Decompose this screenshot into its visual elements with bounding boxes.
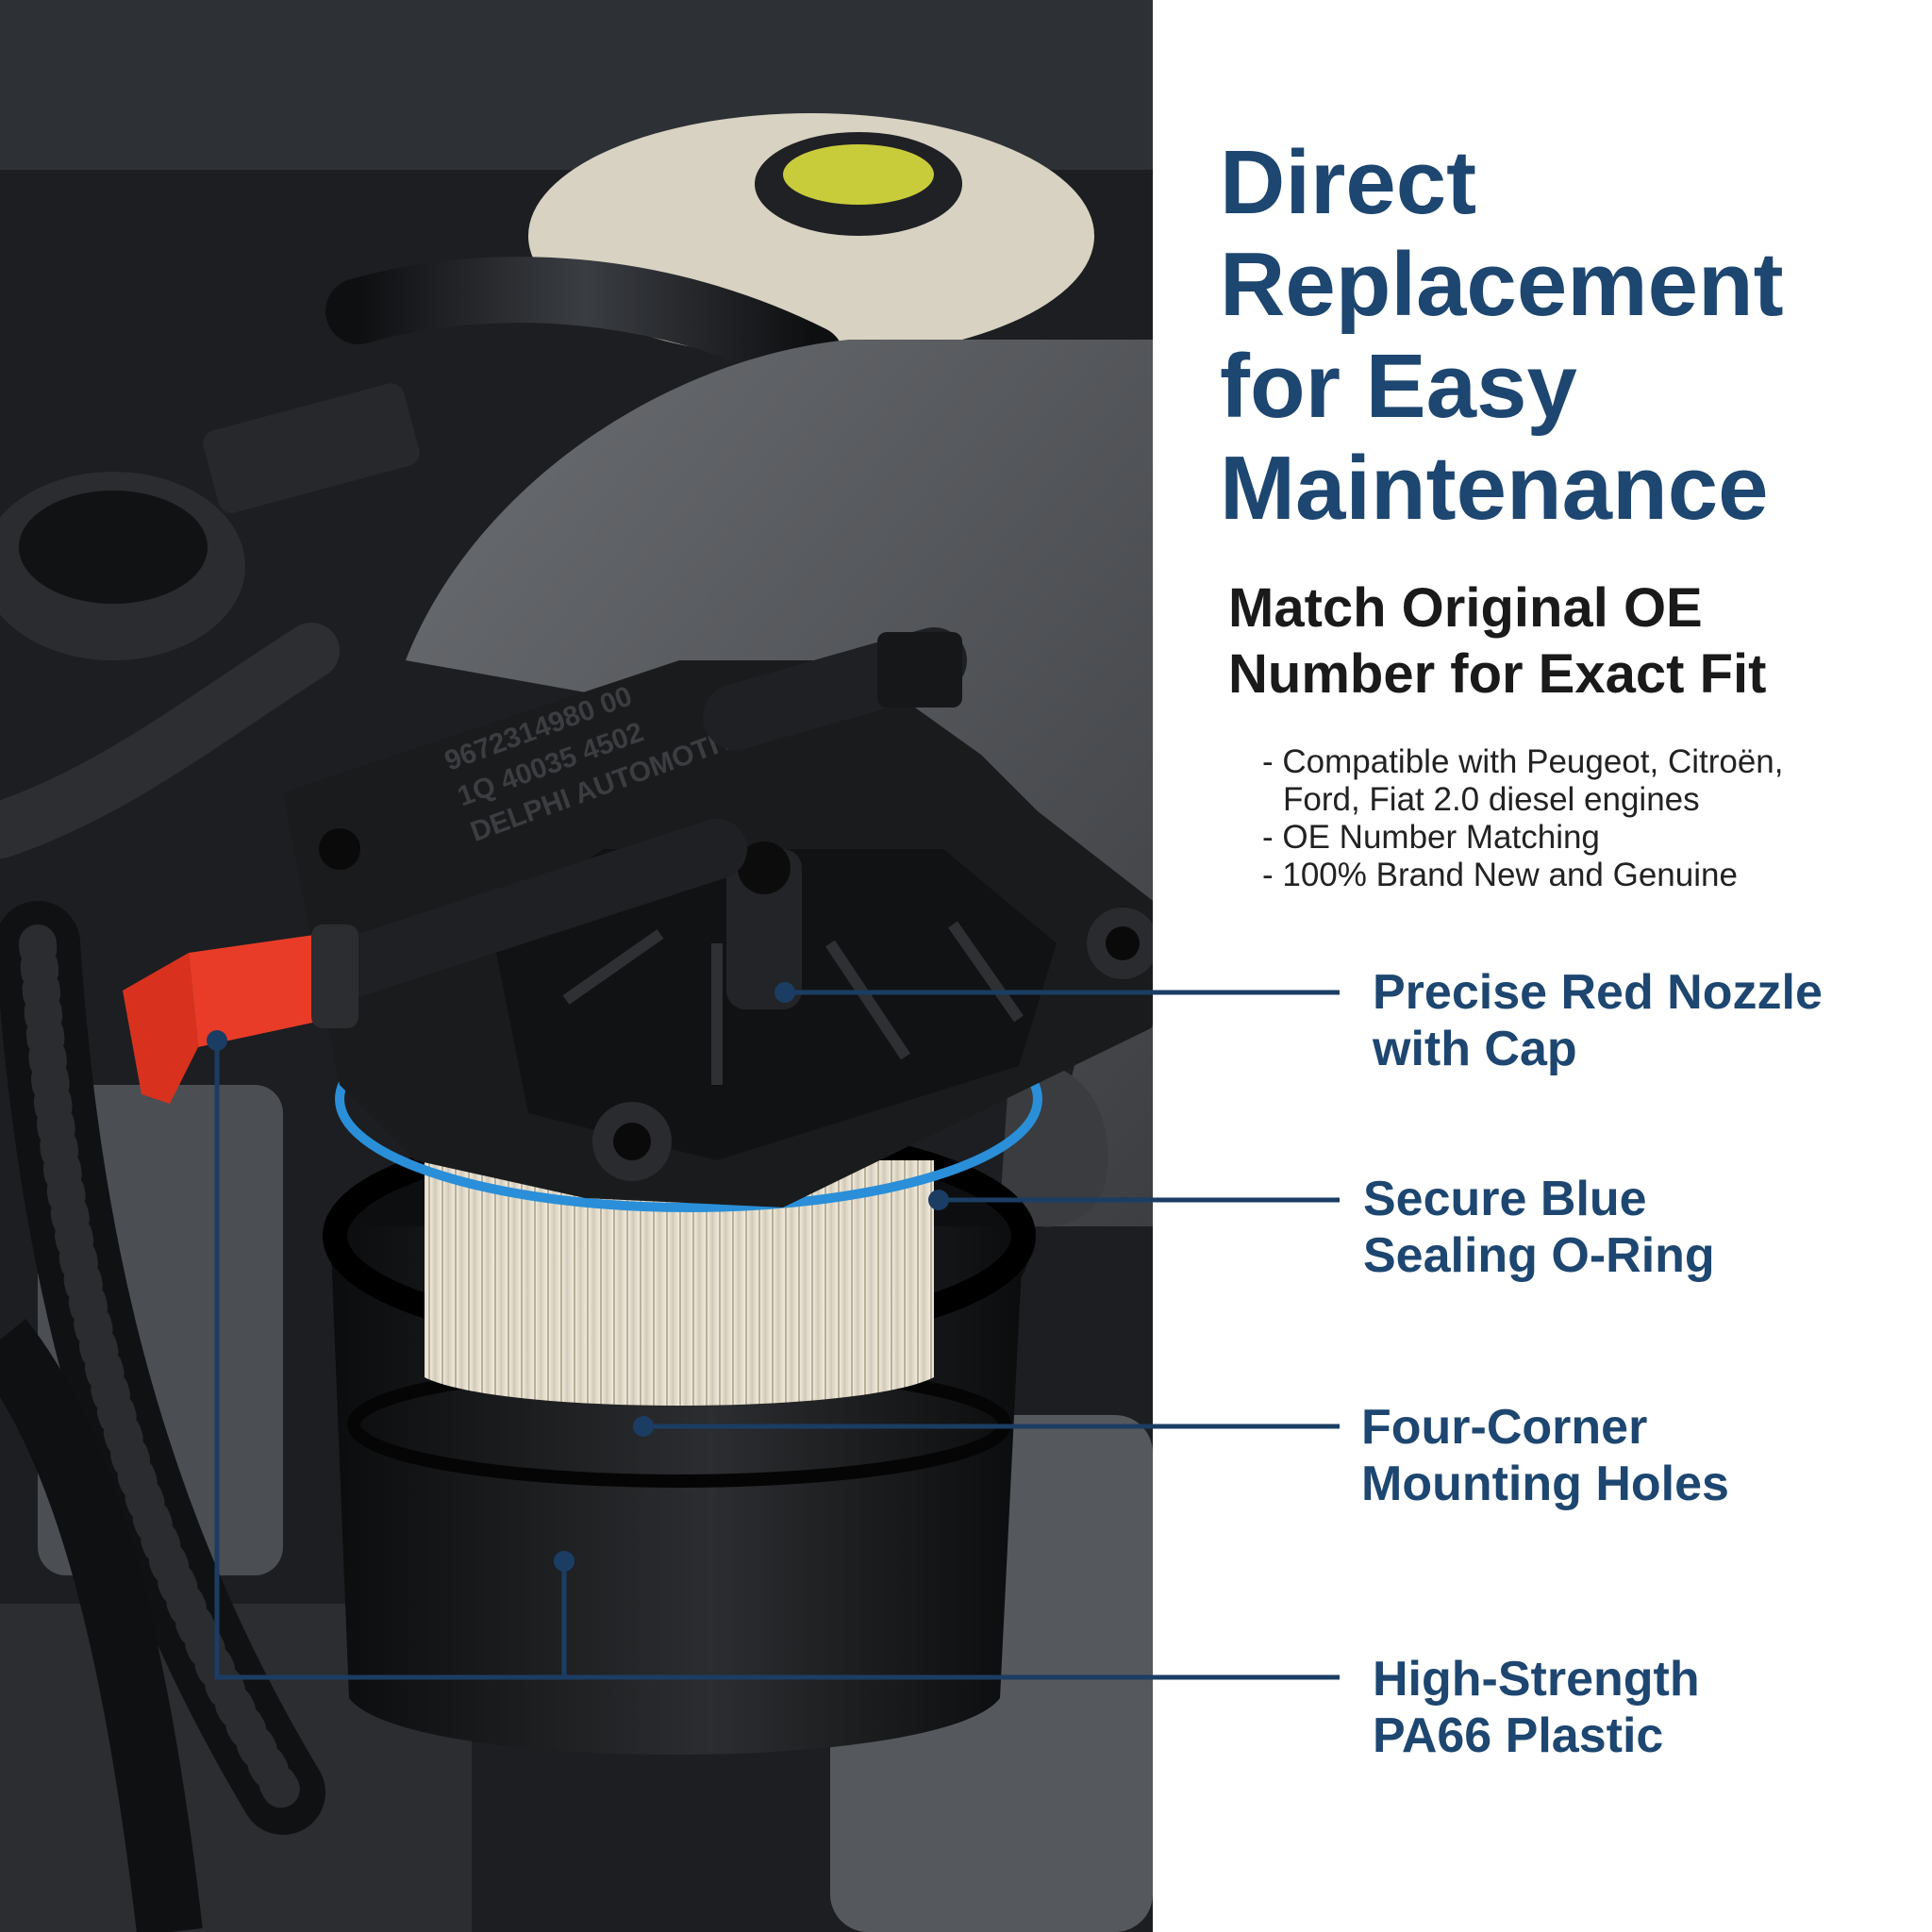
feature-compatibility-2: Ford, Fiat 2.0 diesel engines bbox=[1283, 781, 1700, 818]
headline-line-1: Direct bbox=[1220, 132, 1477, 233]
feature-item: - OE Number Matching bbox=[1262, 819, 1600, 856]
callout-o-ring-line-2: Sealing O-Ring bbox=[1363, 1228, 1715, 1283]
callout-plastic-line-2: PA66 Plastic bbox=[1373, 1708, 1664, 1763]
feature-list: - Compatible with Peugeot, Citroën, Ford… bbox=[1262, 743, 1904, 894]
subheadline-line-1: Match Original OE bbox=[1228, 577, 1703, 639]
headline-line-2: Replacement bbox=[1220, 234, 1784, 335]
callout-plastic: High-Strength PA66 Plastic bbox=[1373, 1651, 1901, 1764]
callout-nozzle: Precise Red Nozzle with Cap bbox=[1373, 964, 1901, 1077]
callout-mounting-holes: Four-Corner Mounting Holes bbox=[1361, 1399, 1890, 1512]
callout-holes-line-2: Mounting Holes bbox=[1361, 1457, 1729, 1511]
feature-item: - Compatible with Peugeot, Citroën, Ford… bbox=[1262, 743, 1904, 819]
subheadline-line-2: Number for Exact Fit bbox=[1228, 643, 1767, 705]
feature-compatibility-1: - Compatible with Peugeot, Citroën, bbox=[1262, 743, 1784, 780]
callout-o-ring: Secure Blue Sealing O-Ring bbox=[1363, 1171, 1891, 1284]
callout-nozzle-line-1: Precise Red Nozzle bbox=[1373, 965, 1823, 1020]
product-photo: 9672314980 00 1Q 40035 4502 DELPHI AUTOM… bbox=[0, 0, 1153, 1932]
engine-bay-illustration: 9672314980 00 1Q 40035 4502 DELPHI AUTOM… bbox=[0, 0, 1153, 1932]
feature-item: - 100% Brand New and Genuine bbox=[1262, 857, 1738, 893]
gloved-hand bbox=[406, 340, 1153, 1226]
headline-line-3: for Easy bbox=[1220, 336, 1577, 437]
callout-o-ring-line-1: Secure Blue bbox=[1363, 1172, 1647, 1226]
red-nozzle bbox=[189, 934, 330, 1047]
subheadline: Match Original OE Number for Exact Fit bbox=[1228, 575, 1907, 708]
callout-plastic-line-1: High-Strength bbox=[1373, 1652, 1700, 1707]
headline: Direct Replacement for Easy Maintenance bbox=[1220, 132, 1899, 540]
callout-nozzle-line-2: with Cap bbox=[1373, 1022, 1577, 1076]
red-cap bbox=[123, 953, 198, 1104]
callout-holes-line-1: Four-Corner bbox=[1361, 1400, 1648, 1455]
headline-line-4: Maintenance bbox=[1220, 438, 1769, 539]
